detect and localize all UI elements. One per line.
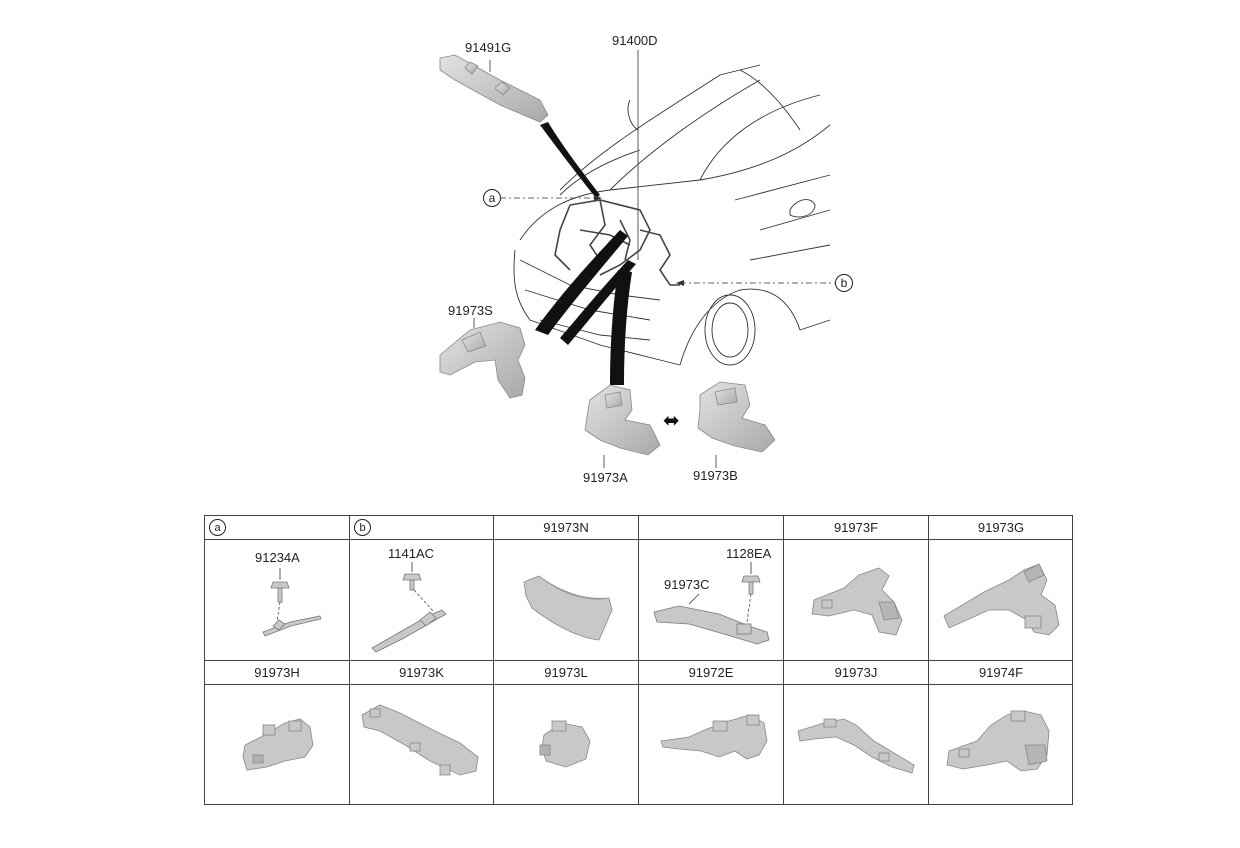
part-91972E-drawing bbox=[660, 714, 768, 760]
part-91491G bbox=[439, 54, 549, 123]
part-91973N-drawing bbox=[523, 575, 613, 641]
cell-91973L bbox=[494, 685, 639, 805]
part-91973B bbox=[697, 381, 776, 453]
cell-a: 91234A bbox=[205, 540, 350, 661]
part-91974F-drawing bbox=[946, 710, 1050, 772]
cell-91972E bbox=[639, 685, 784, 805]
part-91973A bbox=[584, 384, 661, 456]
marker-b: b bbox=[835, 274, 853, 292]
cell-91973K bbox=[350, 685, 494, 805]
alternate-arrow-icon: ⬌ bbox=[663, 408, 680, 432]
callout-91491G: 91491G bbox=[465, 40, 512, 55]
cell-91973H bbox=[205, 685, 350, 805]
header-91973G: 91973G bbox=[929, 516, 1073, 540]
header-91973N: 91973N bbox=[494, 516, 639, 540]
header-91973L: 91973L bbox=[494, 661, 639, 685]
cell-91973G bbox=[929, 540, 1073, 661]
part-91973L-drawing bbox=[539, 720, 591, 768]
part-91973J-drawing bbox=[797, 718, 915, 774]
label-91234A: 91234A bbox=[255, 550, 300, 565]
cell-91974F bbox=[929, 685, 1073, 805]
callout-91973A: 91973A bbox=[583, 470, 628, 485]
label-91973C: 91973C bbox=[664, 577, 710, 592]
car-outline bbox=[513, 64, 831, 366]
header-91973J: 91973J bbox=[784, 661, 929, 685]
bolt-clip-drawing bbox=[262, 568, 322, 637]
bolt-bracket-drawing bbox=[371, 562, 447, 653]
main-diagram: ⬌ bbox=[439, 50, 835, 468]
part-91973G-drawing bbox=[943, 563, 1060, 636]
header-91973F: 91973F bbox=[784, 516, 929, 540]
cell-91973N bbox=[494, 540, 639, 661]
marker-b-table: b bbox=[354, 519, 371, 536]
part-91973K-drawing bbox=[361, 704, 479, 776]
label-1128EA: 1128EA bbox=[726, 546, 772, 561]
header-cell-b: b bbox=[350, 516, 494, 540]
part-91973F-drawing bbox=[811, 567, 903, 636]
cell-91973C-1128EA: 91973C 1128EA bbox=[639, 540, 784, 661]
label-1141AC: 1141AC bbox=[388, 546, 435, 561]
part-91973S bbox=[439, 321, 526, 399]
part-91973C-drawing bbox=[653, 562, 770, 645]
header-91974F: 91974F bbox=[929, 661, 1073, 685]
callout-91400D: 91400D bbox=[612, 33, 658, 48]
callout-91973B: 91973B bbox=[693, 468, 738, 483]
header-91972E: 91972E bbox=[639, 661, 784, 685]
parts-table: a b 91973N 91973F 91973G 91234A 1141AC bbox=[204, 515, 1073, 805]
leader-lines bbox=[473, 50, 835, 468]
header-91973K: 91973K bbox=[350, 661, 494, 685]
header-91973H: 91973H bbox=[205, 661, 350, 685]
header-empty bbox=[639, 516, 784, 540]
cell-91973J bbox=[784, 685, 929, 805]
wiring-harness bbox=[554, 199, 680, 286]
header-cell-a: a bbox=[205, 516, 350, 540]
part-91973H-drawing bbox=[242, 718, 314, 771]
cell-91973F bbox=[784, 540, 929, 661]
callout-91973S: 91973S bbox=[448, 303, 493, 318]
marker-a: a bbox=[483, 189, 501, 207]
marker-a-table: a bbox=[209, 519, 226, 536]
cell-b: 1141AC bbox=[350, 540, 494, 661]
leader-bands bbox=[535, 122, 636, 385]
